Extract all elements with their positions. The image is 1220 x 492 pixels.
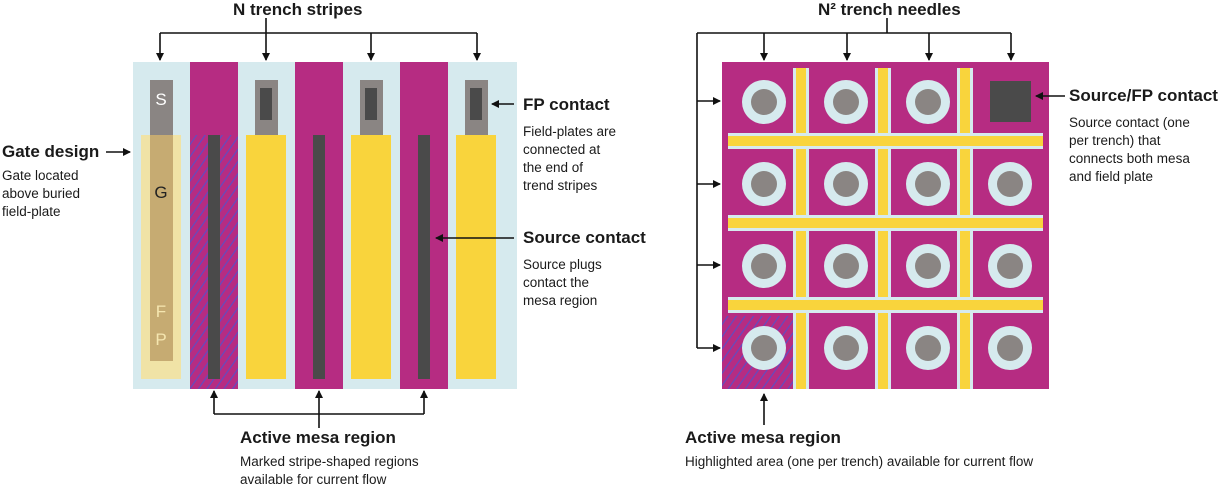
mesa-left-line-1: Marked stripe-shaped regions xyxy=(240,454,419,469)
source-line-3: mesa region xyxy=(523,293,598,308)
source-plug xyxy=(418,135,430,379)
grid-line-horizontal xyxy=(728,136,1043,146)
needle-fieldplate xyxy=(751,89,777,115)
source-plug xyxy=(208,135,220,379)
mesa-annotation-right: Active mesa region Highlighted area (one… xyxy=(685,428,1033,471)
needle-fieldplate xyxy=(915,171,941,197)
fp-contact-core xyxy=(365,88,377,120)
trench-fill xyxy=(456,135,496,379)
fp-contact-core xyxy=(470,88,482,120)
sfp-line-4: and field plate xyxy=(1069,169,1154,184)
gate-line-2: above buried xyxy=(2,186,81,201)
gate-line-1: Gate located xyxy=(2,168,79,183)
gate-heading: Gate design xyxy=(2,142,100,161)
fieldplate-letter-f: F xyxy=(155,302,167,321)
needle-fieldplate xyxy=(751,171,777,197)
fieldplate-letter-p: P xyxy=(155,330,167,349)
grid-line-horizontal xyxy=(728,218,1043,228)
grid-line-horizontal xyxy=(728,300,1043,310)
sfp-annotation: Source/FP contact Source contact (one pe… xyxy=(1069,86,1218,186)
stripe-panel xyxy=(133,62,517,389)
mesa-heading-right: Active mesa region xyxy=(685,428,841,447)
source-grid xyxy=(728,68,1043,389)
needle-fieldplate xyxy=(751,335,777,361)
needle-panel xyxy=(722,62,1049,389)
fp-line-1: Field-plates are xyxy=(523,124,617,139)
needle-fieldplate xyxy=(915,335,941,361)
needle-fieldplate xyxy=(833,335,859,361)
gate-annotation: Gate design Gate located above buried fi… xyxy=(2,142,99,221)
trench-fill xyxy=(246,135,286,379)
source-plug xyxy=(313,135,325,379)
needle-fieldplate xyxy=(915,253,941,279)
mesa-stripe-top xyxy=(190,62,238,135)
gate-poly xyxy=(150,135,173,361)
sfp-line-1: Source contact (one xyxy=(1069,115,1190,130)
source-line-2: contact the xyxy=(523,275,590,290)
mesa-left-line-2: available for current flow xyxy=(240,472,387,487)
mesa-right-line-1: Highlighted area (one per trench) availa… xyxy=(685,454,1034,469)
fp-line-3: the end of xyxy=(523,160,584,175)
source-heading: Source contact xyxy=(523,228,646,247)
source-letter: S xyxy=(155,90,167,109)
sfp-line-3: connects both mesa xyxy=(1069,151,1190,166)
sfp-line-2: per trench) that xyxy=(1069,133,1161,148)
sfp-heading: Source/FP contact xyxy=(1069,86,1218,105)
needle-fieldplate xyxy=(833,253,859,279)
fp-contact-core xyxy=(260,88,272,120)
right-title: N² trench needles xyxy=(818,0,961,19)
trench-needles xyxy=(742,80,1032,370)
right-connectors xyxy=(696,18,1065,425)
fp-contact-pad xyxy=(150,80,173,135)
mesa-heading-left: Active mesa region xyxy=(240,428,396,447)
fp-line-2: connected at xyxy=(523,142,601,157)
fp-annotation: FP contact Field-plates are connected at… xyxy=(523,95,616,195)
left-title: N trench stripes xyxy=(233,0,363,19)
trench-fill xyxy=(351,135,391,379)
fp-heading: FP contact xyxy=(523,95,610,114)
fp-line-4: trend stripes xyxy=(523,178,598,193)
source-fp-contact xyxy=(990,81,1031,122)
needle-fieldplate xyxy=(833,171,859,197)
gate-letter: G xyxy=(154,183,168,202)
left-connectors xyxy=(106,18,514,428)
source-line-1: Source plugs xyxy=(523,257,602,272)
needle-fieldplate xyxy=(751,253,777,279)
needle-fieldplate xyxy=(997,171,1023,197)
needle-fieldplate xyxy=(833,89,859,115)
gate-line-3: field-plate xyxy=(2,204,61,219)
needle-fieldplate xyxy=(997,253,1023,279)
needle-fieldplate xyxy=(997,335,1023,361)
needle-fieldplate xyxy=(915,89,941,115)
source-annotation: Source contact Source plugs contact the … xyxy=(523,228,646,310)
mesa-annotation-left: Active mesa region Marked stripe-shaped … xyxy=(240,428,419,489)
